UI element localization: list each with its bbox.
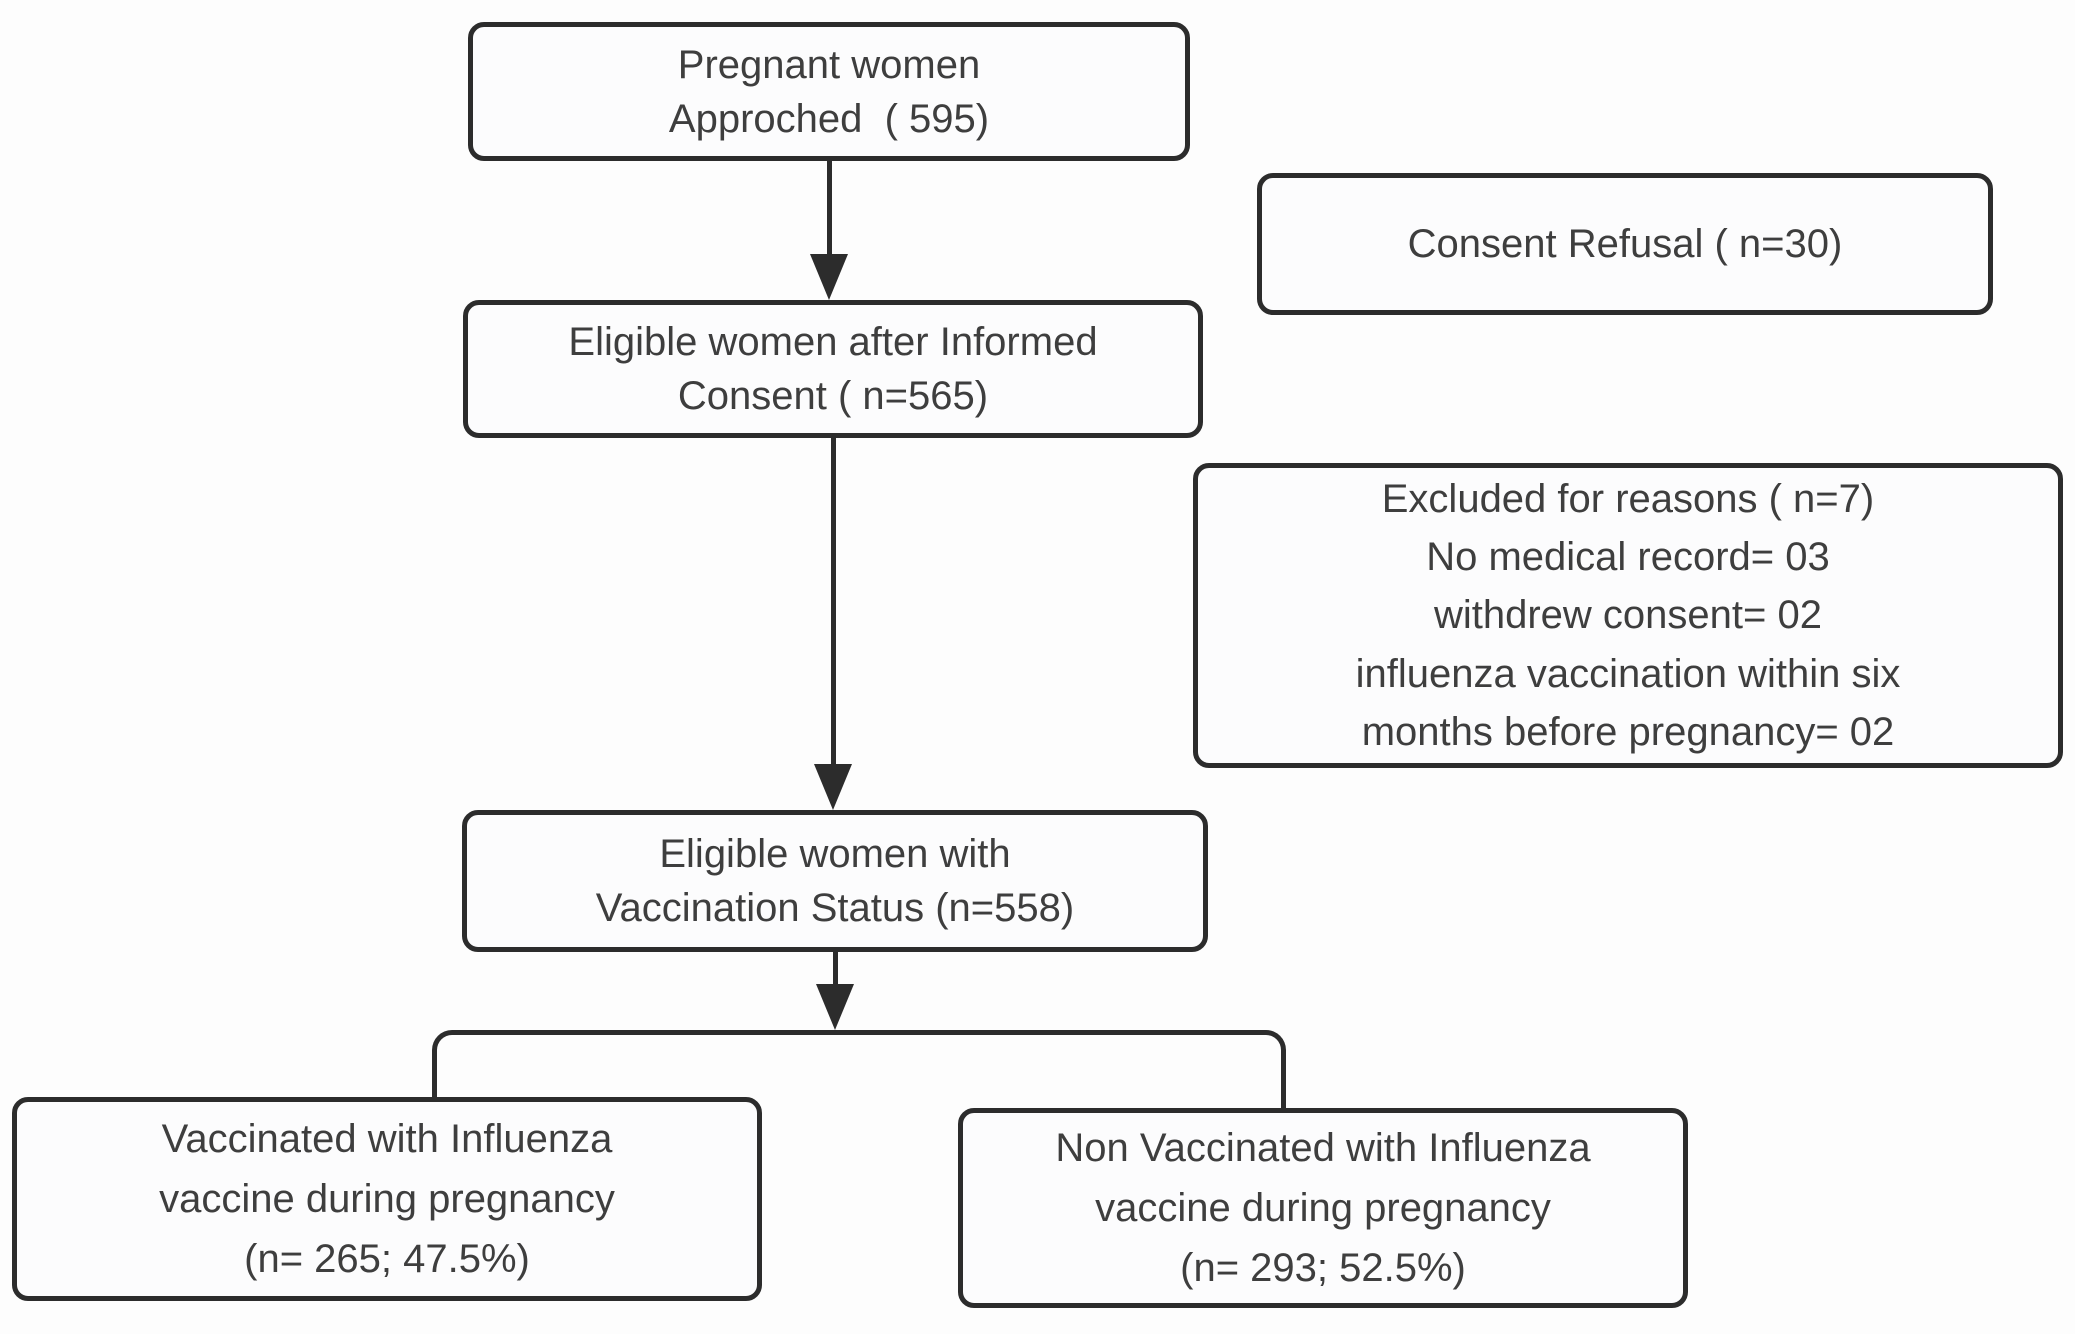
arrow-eligible-to-status-line <box>831 438 836 766</box>
flow-box-text-line: Excluded for reasons ( n=7) <box>1381 476 1875 521</box>
flow-box-vaccinated: Vaccinated with Influenza vaccine during… <box>12 1097 762 1301</box>
flow-box-text-line: Consent ( n=565) <box>677 374 989 418</box>
down-arrowhead-icon <box>810 254 848 300</box>
arrow-approached-to-eligible-line <box>827 161 832 258</box>
arrow-status-to-split-line <box>833 952 838 988</box>
flow-box-text-line: vaccine during pregnancy <box>1095 1186 1551 1230</box>
flow-box-text-line: Vaccination Status (n=558) <box>595 886 1075 930</box>
flow-box-text-line: withdrew consent= 02 <box>1433 593 1822 638</box>
flow-box-text-line: months before pregnancy= 02 <box>1361 710 1895 755</box>
down-arrowhead-icon <box>816 984 854 1030</box>
flow-box-text-line: vaccine during pregnancy <box>159 1177 615 1221</box>
flow-box-eligible-with-vaccination-status: Eligible women with Vaccination Status (… <box>462 810 1208 952</box>
flow-box-text-line: Approched ( 595) <box>668 96 990 141</box>
flow-box-text-line: Eligible women with <box>659 832 1011 876</box>
split-bracket-connector <box>432 1030 1286 1097</box>
flow-box-consent-refusal: Consent Refusal ( n=30) <box>1257 173 1993 315</box>
flow-box-text-line: Eligible women after Informed <box>568 320 1098 364</box>
flow-box-text-line: (n= 265; 47.5%) <box>244 1237 530 1281</box>
flow-box-excluded-for-reasons: Excluded for reasons ( n=7) No medical r… <box>1193 463 2063 768</box>
flow-box-eligible-after-informed-consent: Eligible women after Informed Consent ( … <box>463 300 1203 438</box>
flow-box-text-line: influenza vaccination within six <box>1355 651 1901 696</box>
flow-box-text-line: (n= 293; 52.5%) <box>1180 1246 1466 1290</box>
flow-box-text-line: Vaccinated with Influenza <box>161 1117 613 1161</box>
flow-box-non-vaccinated: Non Vaccinated with Influenza vaccine du… <box>958 1108 1688 1308</box>
flow-box-text-line: Pregnant women <box>677 42 981 87</box>
flow-box-pregnant-women-approached: Pregnant women Approched ( 595) <box>468 22 1190 161</box>
flow-box-text-line: Consent Refusal ( n=30) <box>1407 222 1843 266</box>
down-arrowhead-icon <box>814 764 852 810</box>
flow-box-text-line: Non Vaccinated with Influenza <box>1055 1126 1591 1170</box>
flow-box-text-line: No medical record= 03 <box>1426 534 1830 579</box>
split-bracket-right-leg <box>1281 1094 1286 1110</box>
